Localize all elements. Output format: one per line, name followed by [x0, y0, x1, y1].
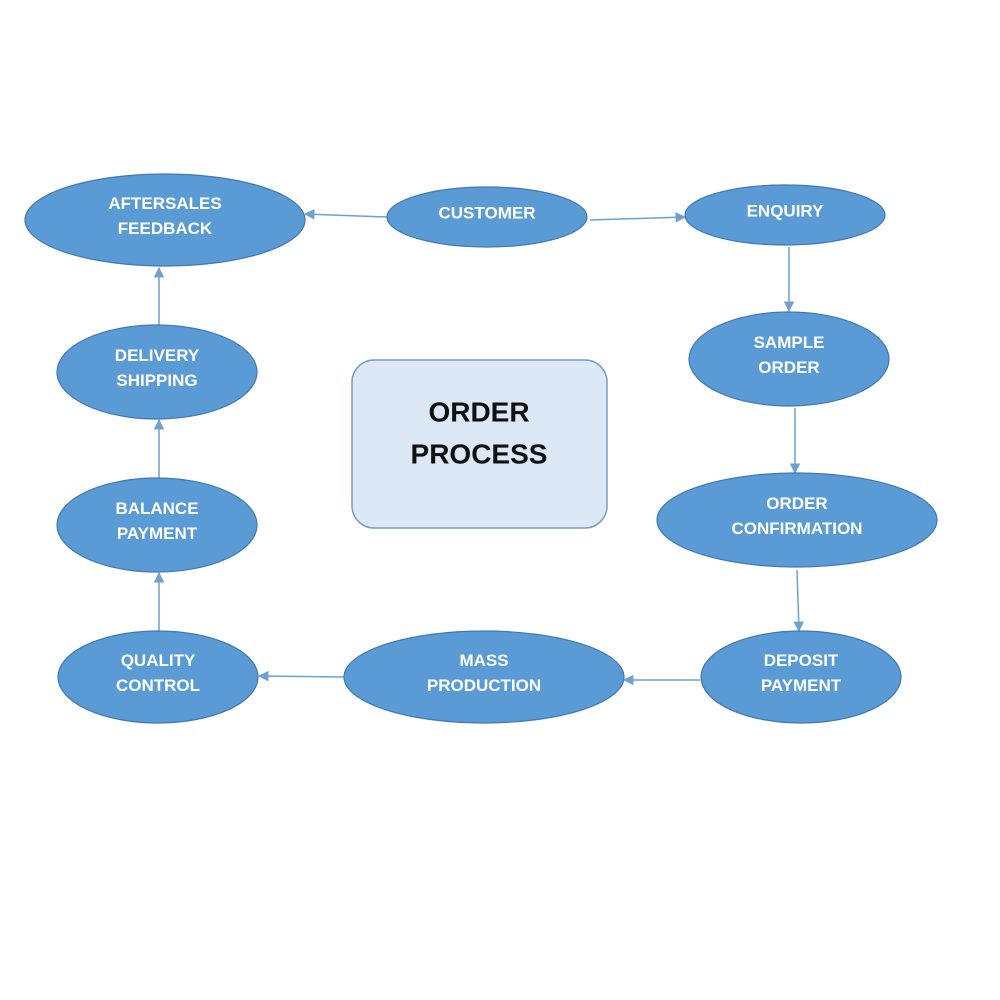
- node-aftersales-feedback-label-2: FEEDBACK: [118, 219, 213, 238]
- arrow-order-confirmation-to-deposit-payment: [793, 569, 804, 633]
- node-enquiry-shape: [684, 184, 886, 246]
- nodes: CUSTOMER ENQUIRY SAMPLE ORDER ORDER CONFIRMAT…: [24, 173, 938, 724]
- node-balance-payment-shape: [56, 477, 258, 573]
- node-aftersales-feedback-shape: [24, 173, 306, 267]
- node-quality-control-label-2: CONTROL: [116, 676, 200, 695]
- center-title-line2: PROCESS: [411, 438, 548, 469]
- node-delivery-shipping: DELIVERY SHIPPING: [56, 324, 258, 420]
- node-customer: CUSTOMER: [386, 186, 588, 248]
- node-deposit-payment-shape: [700, 630, 902, 724]
- node-deposit-payment-label-2: PAYMENT: [761, 676, 842, 695]
- node-mass-production-label-2: PRODUCTION: [427, 676, 541, 695]
- node-aftersales-feedback: AFTERSALES FEEDBACK: [24, 173, 306, 267]
- arrow-customer-to-enquiry: [589, 212, 687, 223]
- node-sample-order-label-1: SAMPLE: [754, 333, 825, 352]
- node-mass-production-shape: [343, 630, 625, 724]
- node-delivery-shipping-label-1: DELIVERY: [115, 346, 200, 365]
- node-order-confirmation: ORDER CONFIRMATION: [656, 472, 938, 568]
- node-balance-payment-label-1: BALANCE: [115, 499, 198, 518]
- node-balance-payment: BALANCE PAYMENT: [56, 477, 258, 573]
- arrow-mass-production-to-quality-control: [257, 670, 345, 682]
- node-customer-label-1: CUSTOMER: [439, 203, 536, 222]
- node-order-confirmation-shape: [656, 472, 938, 568]
- node-deposit-payment: DEPOSIT PAYMENT: [700, 630, 902, 724]
- node-delivery-shipping-label-2: SHIPPING: [116, 371, 197, 390]
- node-quality-control-label-1: QUALITY: [121, 651, 196, 670]
- node-sample-order-label-2: ORDER: [758, 358, 819, 377]
- node-customer-shape: [386, 186, 588, 248]
- node-order-confirmation-label-1: ORDER: [766, 494, 827, 513]
- node-mass-production: MASS PRODUCTION: [343, 630, 625, 724]
- node-aftersales-feedback-label-1: AFTERSALES: [108, 194, 221, 213]
- edges: [153, 209, 804, 686]
- node-delivery-shipping-shape: [56, 324, 258, 420]
- node-deposit-payment-label-1: DEPOSIT: [764, 651, 839, 670]
- node-balance-payment-label-2: PAYMENT: [117, 524, 198, 543]
- node-order-confirmation-label-2: CONFIRMATION: [732, 519, 863, 538]
- node-sample-order: SAMPLE ORDER: [688, 311, 890, 407]
- node-enquiry-label-1: ENQUIRY: [747, 201, 824, 220]
- center-box: ORDER PROCESS: [351, 359, 608, 529]
- node-quality-control: QUALITY CONTROL: [57, 630, 259, 724]
- center-box-shape: [351, 359, 608, 529]
- arrow-customer-to-aftersales-feedback: [303, 209, 388, 220]
- node-sample-order-shape: [688, 311, 890, 407]
- node-quality-control-shape: [57, 630, 259, 724]
- node-mass-production-label-1: MASS: [459, 651, 508, 670]
- center-title-line1: ORDER: [428, 396, 529, 427]
- node-enquiry: ENQUIRY: [684, 184, 886, 246]
